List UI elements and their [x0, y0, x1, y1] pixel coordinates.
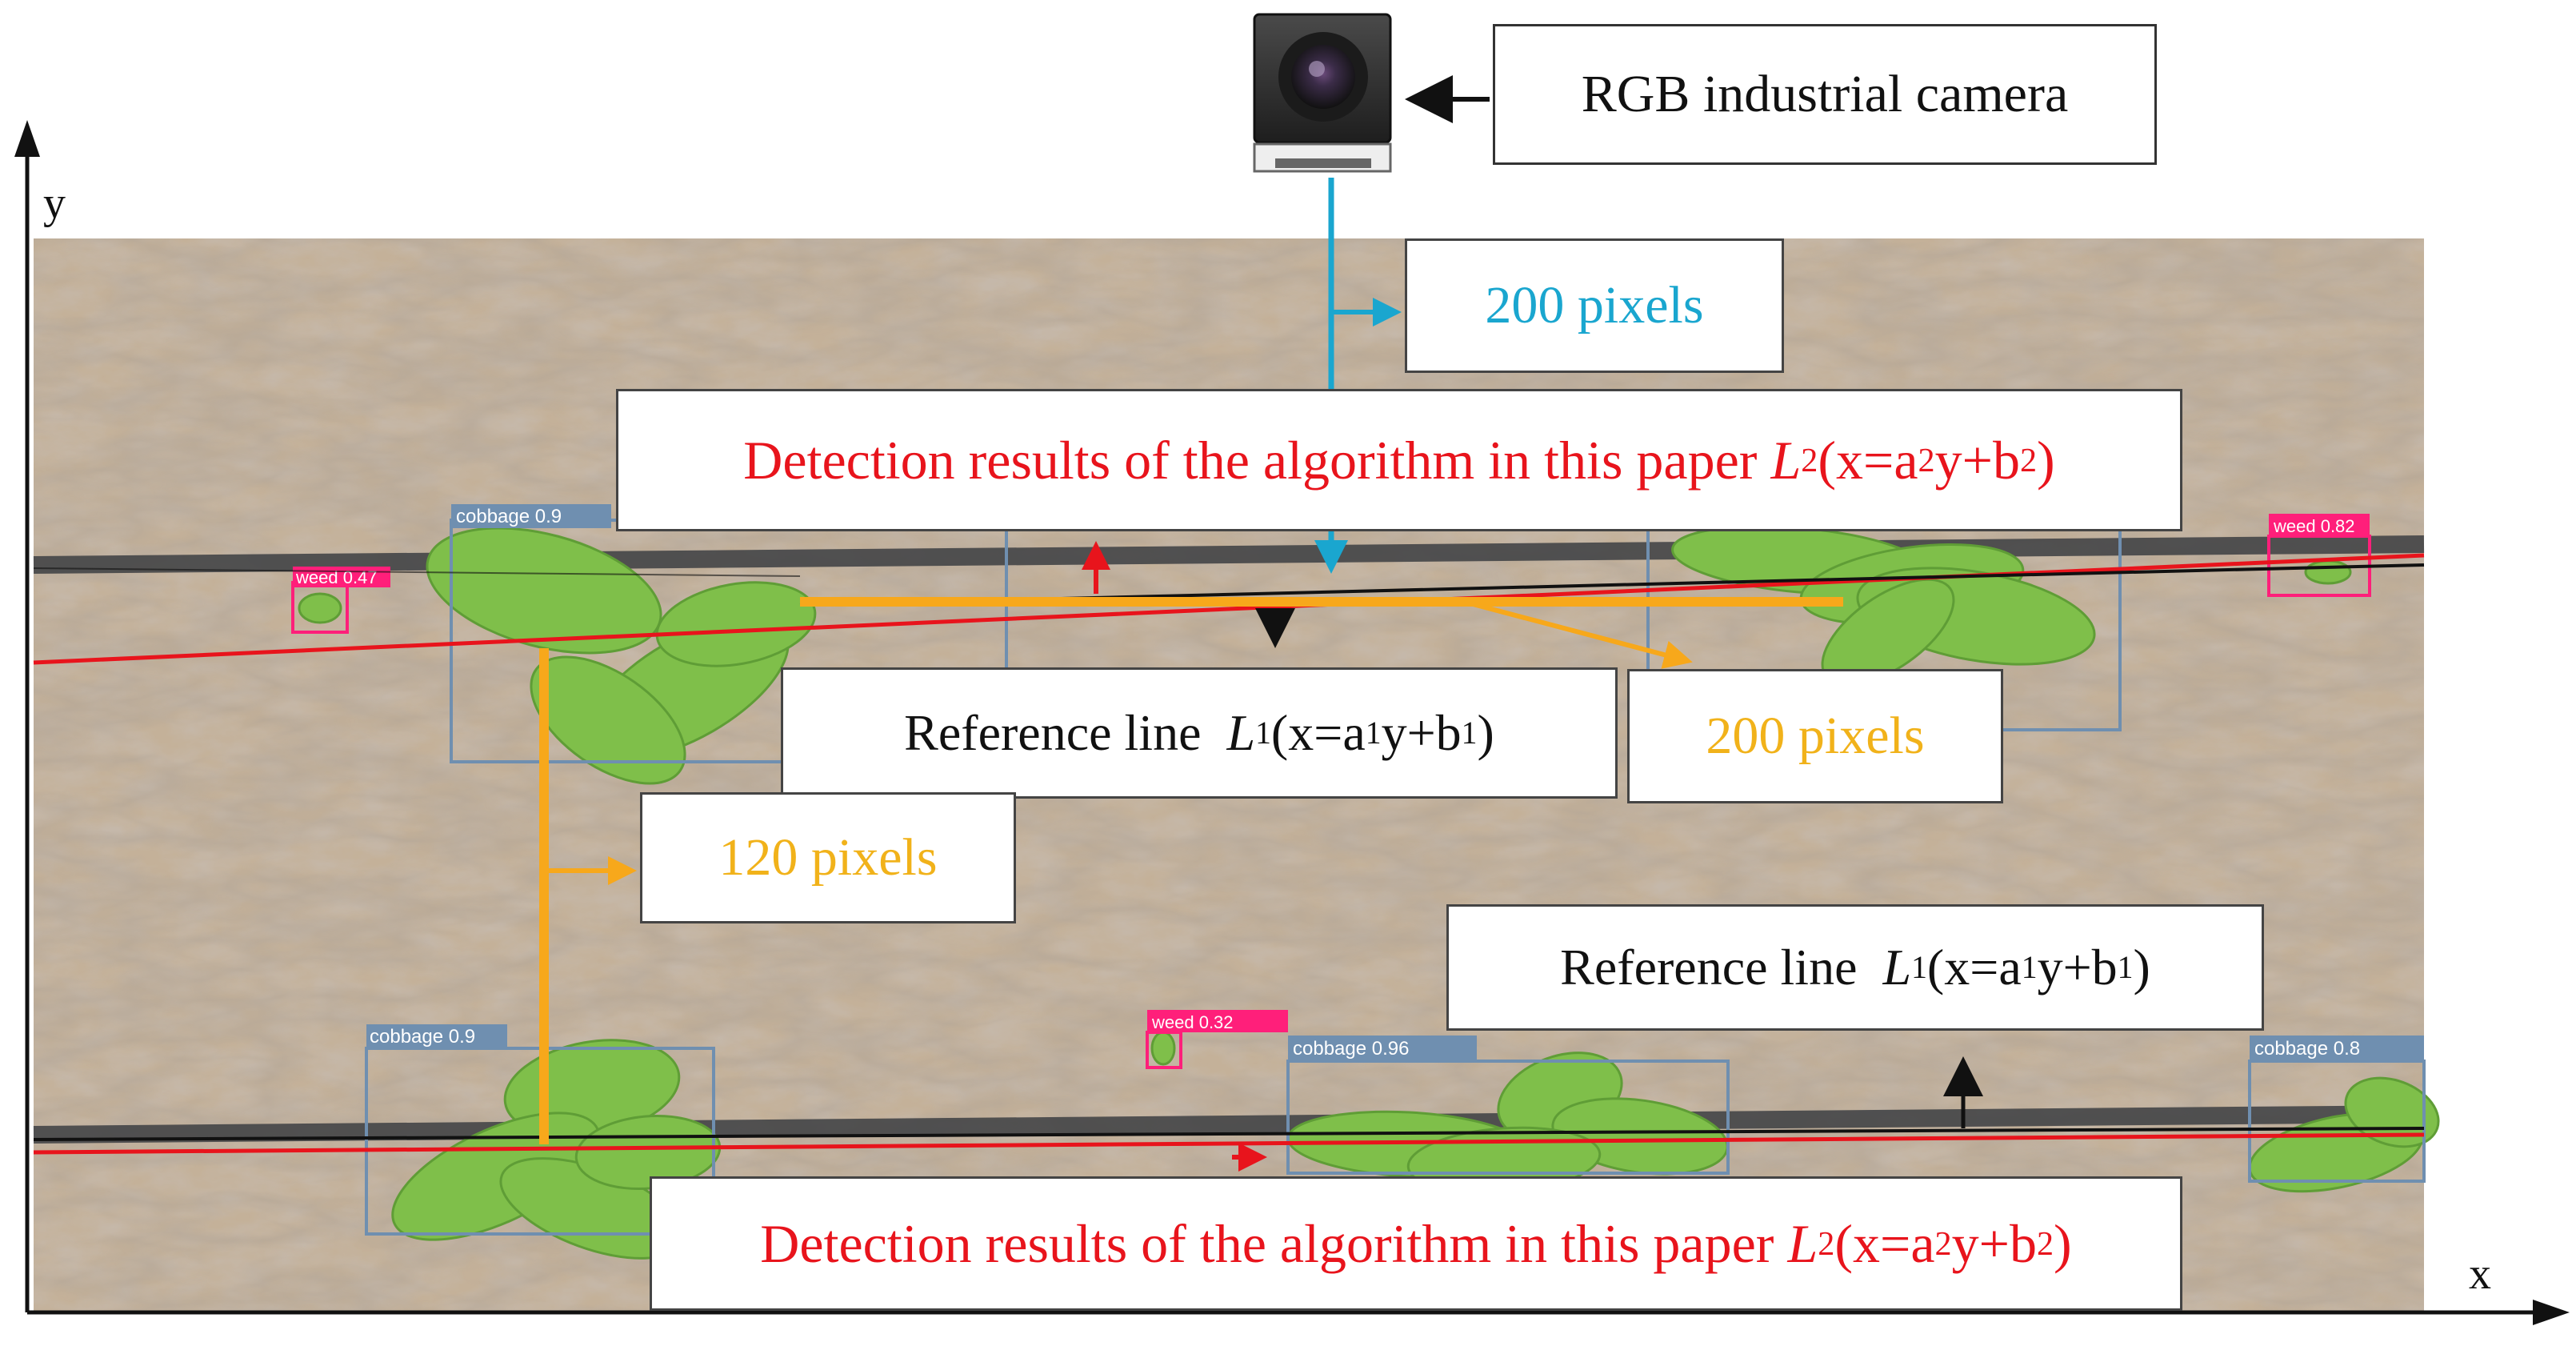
- detection-weed-3: weed 0.32: [1146, 1010, 1288, 1069]
- detection-bottom-symbol: L: [1787, 1212, 1818, 1274]
- reference-bottom-eq-a-sub: 1: [2021, 950, 2038, 985]
- detection-top-eq-close: ): [2037, 429, 2055, 491]
- detection-top-prefix: Detection results of the algorithm in th…: [743, 429, 1758, 491]
- detection-bottom-prefix: Detection results of the algorithm in th…: [760, 1212, 1774, 1274]
- reference-bottom-eq-mid: y+b: [2037, 939, 2118, 995]
- orange-120-box: 120 pixels: [640, 792, 1016, 923]
- reference-top-eq-open: (x=a: [1270, 704, 1366, 761]
- reference-line-top-left: [33, 567, 801, 577]
- reference-bottom-eq-open: (x=a: [1926, 939, 2022, 995]
- reference-bottom-prefix: Reference line: [1560, 939, 1858, 995]
- reference-top-symbol: L: [1226, 704, 1256, 761]
- drip-pipe-bottom: [33, 1105, 2425, 1144]
- x-axis-label: x: [2469, 1249, 2491, 1299]
- detection-label: weed 0.32: [1151, 1012, 1234, 1032]
- detection-bottom-eq-open: (x=a: [1834, 1212, 1935, 1274]
- detection-label: weed 0.82: [2273, 516, 2355, 536]
- camera-label: RGB industrial camera: [1581, 65, 2069, 123]
- detection-top-eq-b-sub: 2: [2019, 441, 2038, 479]
- reference-bottom-symbol: L: [1882, 939, 1912, 995]
- detection-top-eq-a-sub: 2: [1918, 441, 1935, 479]
- detection-cabbage-3: cobbage 0.96: [1286, 1036, 1730, 1175]
- reference-bottom-eq-b-sub: 1: [2117, 950, 2134, 985]
- detection-top-subscript: 2: [1801, 441, 1818, 479]
- detection-top-box: Detection results of the algorithm in th…: [616, 389, 2182, 531]
- detection-weed-2: weed 0.82: [2267, 514, 2371, 597]
- blue-offset-box: 200 pixels: [1405, 238, 1784, 373]
- detection-label: cobbage 0.96: [1293, 1038, 1409, 1060]
- cabbage-plant-top-left: [426, 527, 817, 785]
- reference-top-eq-a-sub: 1: [1365, 715, 1382, 751]
- detection-top-eq-mid: y+b: [1934, 429, 2020, 491]
- reference-top-eq-mid: y+b: [1381, 704, 1462, 761]
- detection-bottom-box: Detection results of the algorithm in th…: [650, 1176, 2182, 1311]
- reference-top-eq-close: ): [1477, 704, 1494, 761]
- x-axis-arrowhead: [2533, 1300, 2570, 1325]
- camera-label-box: RGB industrial camera: [1493, 24, 2157, 165]
- detection-bottom-eq-close: ): [2054, 1212, 2072, 1274]
- marker-arrows: [1082, 75, 1983, 1172]
- fitted-lines: [33, 553, 2425, 1155]
- orange-200-label: 200 pixels: [1706, 707, 1925, 765]
- y-axis-arrowhead: [14, 120, 40, 157]
- detection-bottom-eq-a-sub: 2: [1934, 1224, 1952, 1263]
- orange-offset-arrows: [539, 597, 1843, 1144]
- orange-200-box: 200 pixels: [1627, 669, 2003, 803]
- axes: [14, 120, 2570, 1325]
- detection-label: cobbage 0.8: [2254, 1038, 2360, 1060]
- detection-line-bottom: [33, 1132, 2425, 1155]
- detection-bottom-eq-b-sub: 2: [2036, 1224, 2054, 1263]
- camera-icon: [1253, 13, 1392, 173]
- blue-offset-label: 200 pixels: [1485, 276, 1704, 334]
- detection-label: cobbage 0.9: [370, 1026, 475, 1048]
- reference-top-eq-b-sub: 1: [1461, 715, 1478, 751]
- detection-top-symbol: L: [1770, 429, 1802, 491]
- reference-top-subscript: 1: [1255, 715, 1271, 751]
- reference-top-prefix: Reference line: [904, 704, 1202, 761]
- reference-line-bottom: [33, 1127, 2425, 1141]
- orange-arrow-200: [1463, 599, 1693, 669]
- reference-bottom-eq-close: ): [2133, 939, 2150, 995]
- orange-120-label: 120 pixels: [718, 828, 938, 887]
- detection-top-eq-open: (x=a: [1818, 429, 1918, 491]
- cabbage-plant-top-right: [1671, 525, 2096, 687]
- detection-cabbage-4: cobbage 0.8: [2248, 1036, 2426, 1183]
- y-axis-label: y: [43, 178, 66, 228]
- detection-bottom-subscript: 2: [1818, 1224, 1835, 1263]
- reference-bottom-subscript: 1: [1911, 950, 1927, 985]
- detection-label: cobbage 0.9: [456, 506, 562, 527]
- detection-bottom-eq-mid: y+b: [1951, 1212, 2037, 1274]
